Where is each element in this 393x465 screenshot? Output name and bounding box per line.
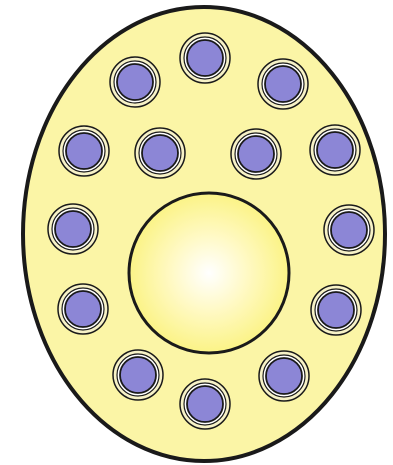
- dot-core: [265, 66, 301, 102]
- dot: [180, 379, 230, 429]
- dot-core: [120, 357, 156, 393]
- dot-core: [187, 40, 223, 76]
- dot: [58, 284, 108, 334]
- dot: [110, 57, 160, 107]
- dot: [135, 128, 185, 178]
- dot-core: [318, 292, 354, 328]
- dot-core: [187, 386, 223, 422]
- dot-core: [142, 135, 178, 171]
- dot-core: [317, 132, 353, 168]
- dot-core: [65, 291, 101, 327]
- dot-core: [331, 212, 367, 248]
- dot: [113, 350, 163, 400]
- dot: [180, 33, 230, 83]
- dot-core: [66, 133, 102, 169]
- dot: [48, 204, 98, 254]
- dot: [310, 125, 360, 175]
- dot-core: [238, 136, 274, 172]
- dot-core: [55, 211, 91, 247]
- dot: [311, 285, 361, 335]
- dot-core: [117, 64, 153, 100]
- dot: [59, 126, 109, 176]
- dot: [231, 129, 281, 179]
- dot: [324, 205, 374, 255]
- center-circle: [129, 193, 289, 353]
- dot: [259, 351, 309, 401]
- dot-core: [266, 358, 302, 394]
- dot: [258, 59, 308, 109]
